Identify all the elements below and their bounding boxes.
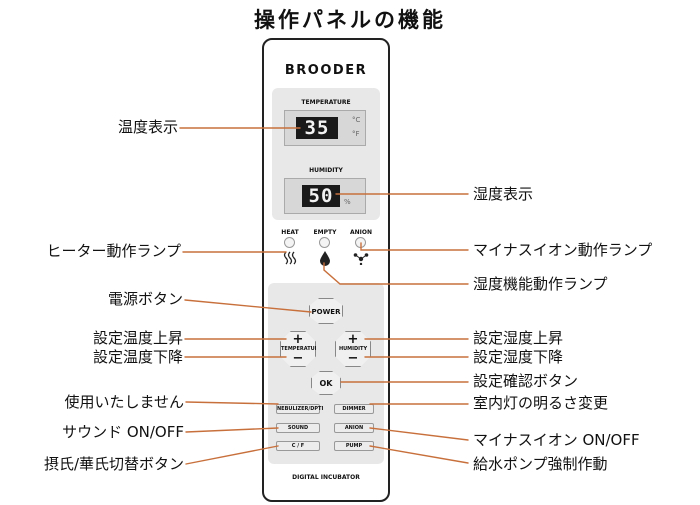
leader-cf bbox=[185, 445, 279, 465]
callout-sound: サウンド ON/OFF bbox=[62, 423, 184, 441]
leader-unused bbox=[185, 401, 279, 405]
callout-temp-display: 温度表示 bbox=[117, 118, 178, 136]
humidity-button-label: HUMIDITY bbox=[338, 346, 368, 352]
callout-anion-lamp: マイナスイオン動作ランプ bbox=[473, 241, 653, 259]
callout-humidity-display: 湿度表示 bbox=[473, 185, 534, 203]
callout-hum-up: 設定湿度上昇 bbox=[473, 329, 564, 347]
dimmer-button[interactable]: DIMMER bbox=[334, 404, 374, 414]
temperature-value: 35 bbox=[296, 117, 338, 139]
callout-humidifier-lamp: 湿度機能動作ランプ bbox=[473, 275, 608, 293]
unit-fahrenheit: °F bbox=[352, 130, 360, 138]
humidity-up-sign[interactable]: + bbox=[347, 332, 359, 347]
heat-icon bbox=[283, 251, 297, 265]
humidity-label: HUMIDITY bbox=[309, 167, 343, 174]
temperature-adjust-button[interactable]: + TEMPERATURE − bbox=[280, 331, 316, 367]
leader-sound bbox=[185, 427, 279, 433]
callout-heater-lamp: ヒーター動作ランプ bbox=[46, 242, 181, 260]
temperature-down-sign[interactable]: − bbox=[292, 351, 304, 366]
anion-icon bbox=[353, 253, 369, 265]
diagram-title: 操作パネルの機能 bbox=[254, 8, 446, 32]
leader-anion-onoff bbox=[369, 427, 469, 441]
callout-pump: 給水ポンプ強制作動 bbox=[473, 455, 608, 473]
empty-lamp-label: EMPTY bbox=[313, 229, 337, 236]
callout-hum-down: 設定湿度下降 bbox=[473, 348, 564, 366]
water-drop-icon bbox=[320, 251, 330, 266]
empty-lamp bbox=[319, 237, 330, 248]
anion-lamp-label: ANION bbox=[349, 229, 373, 236]
leader-power bbox=[184, 299, 312, 313]
humidity-down-sign[interactable]: − bbox=[347, 351, 359, 366]
brand-logo: BROODER bbox=[284, 63, 368, 78]
temperature-label: TEMPERATURE bbox=[301, 99, 351, 106]
callout-power-button: 電源ボタン bbox=[107, 290, 183, 308]
callout-cf-switch: 摂氏/華氏切替ボタン bbox=[43, 455, 184, 473]
temperature-up-sign[interactable]: + bbox=[292, 332, 304, 347]
ok-button[interactable]: OK bbox=[311, 371, 341, 395]
footer-label: DIGITAL INCUBATOR bbox=[292, 474, 360, 481]
unit-percent: % bbox=[344, 198, 351, 206]
unit-celsius: °C bbox=[352, 116, 361, 124]
leader-anion-lamp bbox=[360, 242, 469, 251]
humidity-value: 50 bbox=[302, 185, 340, 207]
nebulizer-button[interactable]: NEBULIZER/DPTI bbox=[276, 404, 324, 414]
callout-anion-onoff: マイナスイオン ON/OFF bbox=[473, 431, 640, 449]
callout-temp-down: 設定温度下降 bbox=[92, 348, 183, 366]
humidity-lcd bbox=[284, 178, 366, 214]
callout-unused: 使用いたしません bbox=[64, 393, 184, 411]
humidity-adjust-button[interactable]: + HUMIDITY − bbox=[335, 331, 371, 367]
leader-humidifier-lamp bbox=[323, 262, 469, 285]
temperature-button-label: TEMPERATURE bbox=[281, 346, 322, 352]
heat-lamp-label: HEAT bbox=[281, 229, 299, 236]
power-button[interactable]: POWER bbox=[309, 298, 343, 324]
heat-lamp bbox=[284, 237, 295, 248]
leader-pump bbox=[369, 445, 469, 464]
callout-temp-up: 設定温度上昇 bbox=[92, 329, 183, 347]
callout-confirm: 設定確認ボタン bbox=[473, 372, 579, 390]
callout-dimmer: 室内灯の明るさ変更 bbox=[473, 394, 609, 412]
